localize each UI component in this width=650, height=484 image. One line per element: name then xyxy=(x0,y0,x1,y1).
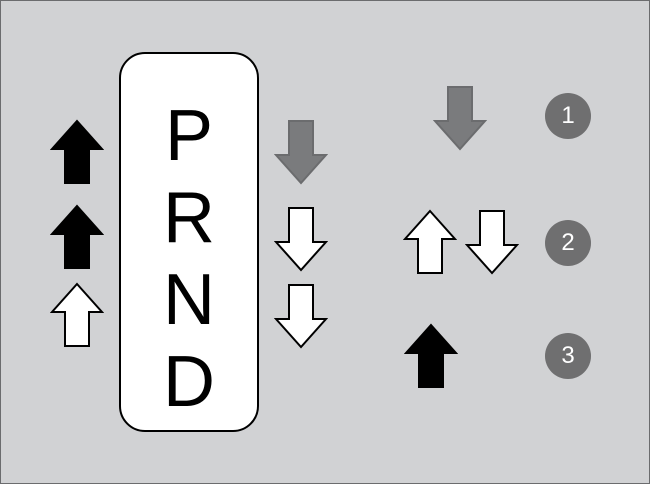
marker-3-badge: 3 xyxy=(545,333,591,379)
gear-selector: P R N D xyxy=(119,52,259,432)
arrow-up-outline-icon xyxy=(50,282,104,348)
legend-arrow-down-outline-icon xyxy=(465,209,519,275)
legend-arrow-up-black-icon xyxy=(404,323,458,389)
marker-1-badge: 1 xyxy=(545,93,591,139)
gear-p-label: P xyxy=(164,96,214,176)
marker-2-badge: 2 xyxy=(545,220,591,266)
arrow-up-black-icon xyxy=(50,204,104,270)
arrow-down-gray-icon xyxy=(274,119,328,185)
arrow-up-black-icon xyxy=(50,119,104,185)
gear-n-label: N xyxy=(163,260,215,340)
arrow-down-outline-icon xyxy=(274,283,328,349)
gear-d-label: D xyxy=(163,342,215,422)
legend-arrow-up-outline-icon xyxy=(403,209,457,275)
arrow-down-outline-icon xyxy=(274,206,328,272)
gear-r-label: R xyxy=(163,178,215,258)
legend-arrow-down-gray-icon xyxy=(433,85,487,151)
